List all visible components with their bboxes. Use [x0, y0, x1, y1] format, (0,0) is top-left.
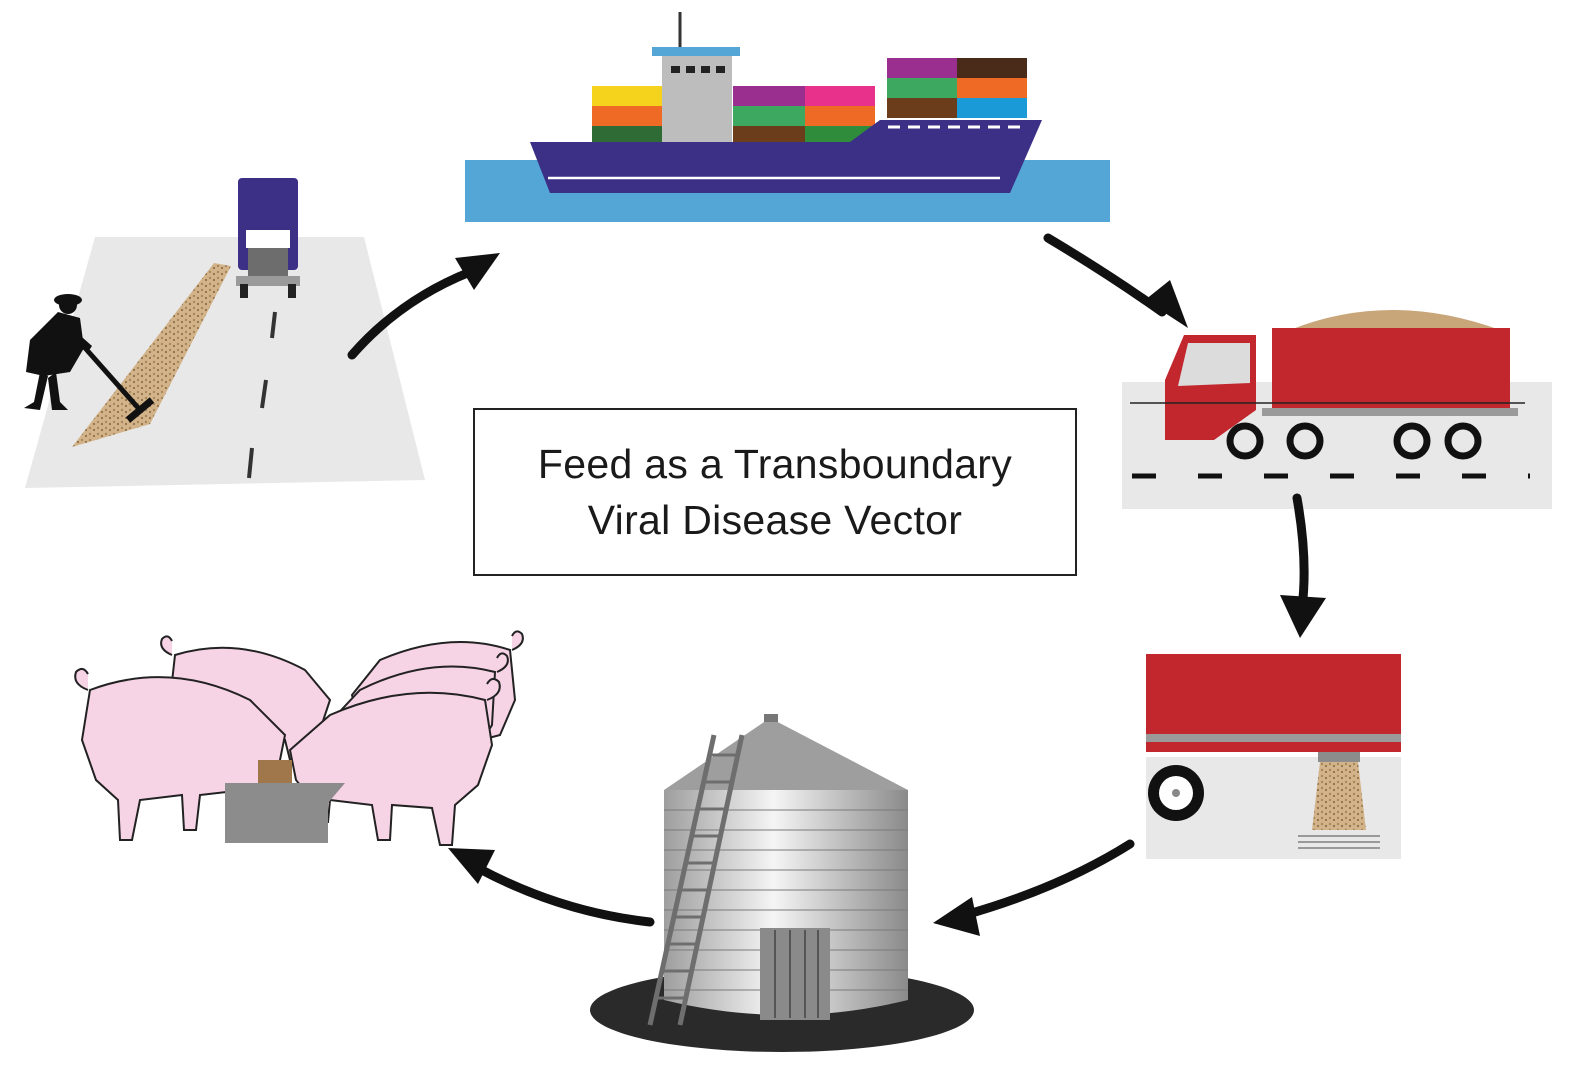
truck-box — [1272, 328, 1510, 410]
roadside-grain-drying-icon — [24, 178, 425, 488]
feed-trough — [225, 783, 345, 843]
door-slats — [774, 930, 819, 1018]
diagram-title-box: Feed as a Transboundary Viral Disease Ve… — [473, 408, 1077, 576]
bridge-windows — [671, 66, 725, 73]
pig-front-left — [74, 668, 287, 841]
arrow-drying-to-ship — [347, 253, 500, 360]
pig-group — [74, 630, 524, 846]
roof-vent — [764, 714, 778, 722]
bridge-roof — [652, 47, 740, 56]
cab-window — [1178, 343, 1250, 386]
pigs-feeding-icon — [74, 630, 524, 846]
falling-grain — [1312, 762, 1366, 830]
arrow-truck-to-unloading — [1280, 493, 1326, 638]
grain-bin-icon — [590, 714, 974, 1052]
truck-wheels — [1226, 422, 1482, 460]
grain-truck-icon — [1122, 310, 1552, 509]
ladder-rungs — [656, 753, 738, 1000]
trailer-skirt — [1146, 742, 1401, 752]
trailer-body — [1146, 654, 1401, 734]
cargo-containers — [592, 58, 1027, 144]
bin-body — [664, 790, 908, 1015]
container-ship-icon — [465, 12, 1110, 222]
trailer-unloading-icon — [1146, 654, 1401, 859]
bin-roof — [664, 718, 908, 790]
unload-chute — [1318, 752, 1360, 762]
rake-handle — [76, 338, 142, 412]
small-blue-truck — [236, 178, 300, 298]
grain-heap — [1290, 310, 1500, 330]
pig-front-right — [288, 678, 501, 846]
grate-lines — [1298, 835, 1380, 849]
ship-hull — [530, 120, 1042, 193]
title-line-2: Viral Disease Vector — [587, 497, 963, 543]
arrow-bin-to-pigs — [448, 848, 655, 927]
truck-frame — [1262, 408, 1518, 416]
cycle-arrows — [347, 233, 1326, 936]
drying-grain-strip — [72, 263, 231, 447]
title-line-1: Feed as a Transboundary — [537, 441, 1013, 487]
arrow-unloading-to-bin — [933, 839, 1135, 936]
arrow-ship-to-truck — [1043, 233, 1188, 328]
trailer-rail — [1146, 734, 1401, 742]
bin-door — [760, 928, 830, 1020]
rake-head — [125, 397, 155, 423]
road-center-dashes — [247, 311, 277, 479]
